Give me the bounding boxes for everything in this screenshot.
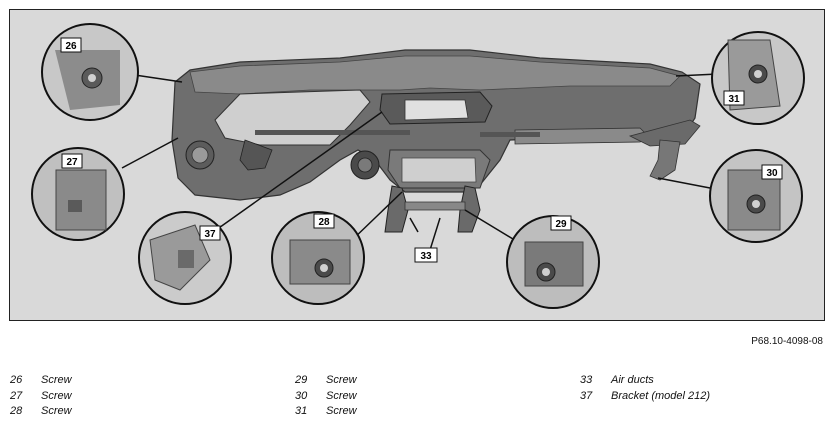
figure-reference-code: P68.10-4098-08 — [751, 336, 823, 347]
callout-label-31: 31 — [728, 94, 740, 105]
detail-view-28: 28 — [271, 211, 365, 305]
legend-number: 29 — [295, 374, 308, 386]
legend-description: Screw — [326, 374, 357, 386]
detail-view-31: 31 — [711, 31, 805, 125]
detail-view-26: 26 — [41, 23, 139, 121]
callout-label-26: 26 — [65, 41, 77, 52]
legend-description: Bracket (model 212) — [611, 389, 711, 402]
legend-item: 28 Screw — [10, 404, 72, 420]
callout-label-29: 29 — [555, 219, 567, 230]
legend-description: Screw — [41, 405, 72, 417]
legend-description: Screw — [41, 374, 72, 386]
leader-lines — [121, 73, 719, 251]
legend-number: 33 — [580, 374, 593, 386]
callout-33: 33 — [414, 247, 438, 263]
legend-item: 31 Screw — [295, 404, 357, 420]
legend-description: Screw — [326, 389, 357, 402]
detail-view-37: 37 — [138, 211, 232, 305]
dashboard-illustration: 26 27 37 28 — [9, 9, 825, 321]
callout-label-33: 33 — [420, 251, 432, 262]
callout-label-28: 28 — [318, 217, 330, 228]
detail-view-30: 30 — [709, 149, 803, 243]
callout-label-37: 37 — [204, 229, 216, 240]
legend-number: 26 — [10, 374, 23, 386]
legend-item: 26 Screw — [10, 373, 72, 389]
legend-item: 33 Air ducts — [580, 373, 710, 389]
callout-label-27: 27 — [66, 157, 78, 168]
dashboard-carrier — [171, 49, 701, 201]
legend-number: 28 — [10, 405, 23, 417]
legend-item: 30 Screw — [295, 389, 357, 405]
legend-number: 27 — [10, 389, 23, 402]
legend-description: Air ducts — [611, 374, 654, 386]
legend-number: 37 — [580, 389, 593, 402]
legend-item: 27 Screw — [10, 389, 72, 405]
legend-item: 37 Bracket (model 212) — [580, 389, 710, 405]
legend-description: Screw — [326, 405, 357, 417]
legend-description: Screw — [41, 389, 72, 402]
detail-view-29: 29 — [506, 215, 600, 309]
air-ducts — [384, 185, 481, 233]
legend-number: 30 — [295, 389, 308, 402]
callout-label-30: 30 — [766, 168, 778, 179]
dashboard-drawing: 26 27 37 28 — [31, 23, 805, 309]
legend-number: 31 — [295, 405, 308, 417]
legend-item: 29 Screw — [295, 373, 357, 389]
legend-column-3: 33 Air ducts 37 Bracket (model 212) — [580, 373, 710, 404]
detail-view-27: 27 — [31, 147, 125, 241]
